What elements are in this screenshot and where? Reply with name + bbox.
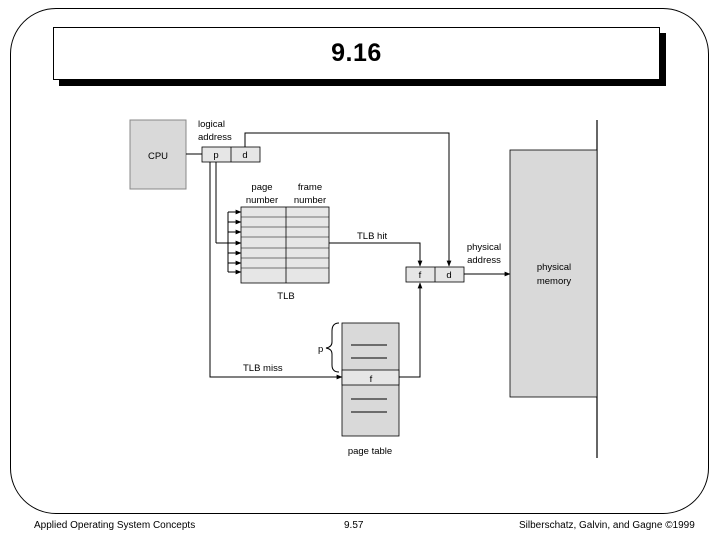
logical-d-label: d	[242, 150, 247, 161]
tlb-label: TLB	[277, 291, 294, 302]
logical-p-label: p	[213, 150, 218, 161]
frame-number-header-line1: frame	[298, 182, 322, 193]
footer-page-number: 9.57	[344, 520, 364, 531]
logical-address-label-line2: address	[198, 132, 232, 143]
tlb-miss-label: TLB miss	[243, 363, 283, 374]
frame-number-header-line2: number	[294, 195, 326, 206]
page-index-p-label: p	[318, 344, 323, 355]
page-number-header-line2: number	[246, 195, 278, 206]
page-table-frame-arrow	[399, 282, 423, 378]
page-table-f-label: f	[370, 374, 373, 385]
tlb-table	[240, 206, 330, 284]
tlb-hit-label: TLB hit	[357, 231, 387, 242]
physical-address-box	[405, 266, 465, 283]
physical-address-label-line1: physical	[467, 242, 501, 253]
page-number-header-line1: page	[251, 182, 272, 193]
footer-course-title: Applied Operating System Concepts	[34, 520, 196, 531]
logical-address-box	[201, 146, 261, 163]
physical-memory-label-line1: physical	[537, 262, 571, 273]
physical-f-label: f	[419, 270, 422, 281]
logical-address-label-line1: logical	[198, 119, 225, 130]
page-table-label: page table	[348, 446, 392, 457]
physical-d-label: d	[446, 270, 451, 281]
physical-address-label-line2: address	[467, 255, 501, 266]
physical-memory-label-line2: memory	[537, 276, 572, 287]
cpu-label: CPU	[148, 151, 168, 162]
offset-arrow	[244, 132, 452, 267]
tlb-miss-arrow	[209, 162, 343, 380]
tlb-hit-arrow	[329, 242, 423, 267]
footer-copyright: Silberschatz, Galvin, and Gagne ©1999	[519, 520, 695, 531]
cpu-box	[129, 119, 187, 190]
slide-title: 9.16	[331, 39, 382, 67]
tlb-lookup-arrows	[215, 162, 242, 275]
page-table	[341, 322, 400, 437]
page-index-brace	[325, 322, 340, 373]
slide-frame	[10, 8, 709, 514]
title-box: 9.16	[53, 27, 660, 80]
physical-memory-block	[509, 149, 598, 398]
